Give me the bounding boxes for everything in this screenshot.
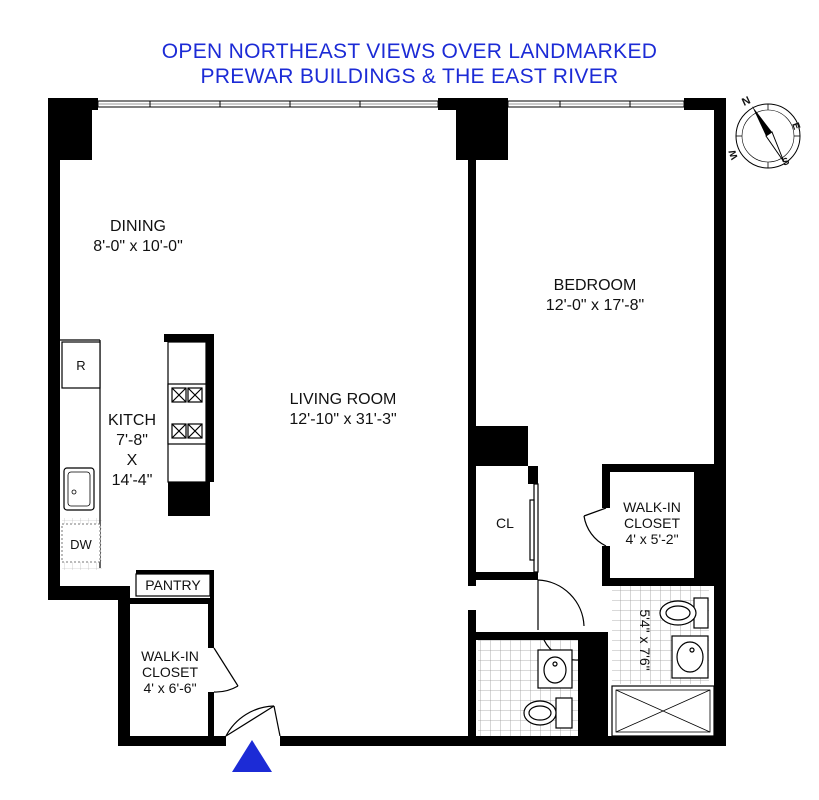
closet-label: CL: [496, 515, 514, 531]
closet-doors: [529, 483, 539, 573]
windows: [97, 100, 685, 108]
walkin-bedroom-line-2: CLOSET: [624, 515, 680, 531]
living-room-name: LIVING ROOM: [290, 391, 397, 408]
kitchen-dim-1: 7'-8": [116, 432, 148, 449]
bedroom-name: BEDROOM: [554, 277, 637, 294]
walkin-bedroom-line-1: WALK-IN: [623, 499, 681, 515]
bath-fixtures: [611, 597, 715, 737]
interior-walls: [118, 150, 714, 736]
headline-line-1: OPEN NORTHEAST VIEWS OVER LANDMARKED: [161, 40, 658, 63]
kitchen-dim-2: 14'-4": [112, 472, 153, 489]
dining-name: DINING: [110, 218, 166, 235]
compass: [735, 103, 801, 169]
refrigerator: [61, 341, 101, 389]
cooktop: [167, 383, 207, 445]
dining-dims: 8'-0" x 10'-0": [93, 238, 183, 255]
kitchen-sink: [63, 467, 95, 511]
walkin-entry-line-2: CLOSET: [142, 664, 198, 680]
pantry-label: PANTRY: [145, 577, 201, 593]
walkin-bedroom-dims: 4' x 5'-2": [625, 531, 678, 547]
bath-dims: 5'4" x 7'6": [637, 609, 653, 670]
hall-bath-fixtures: [523, 649, 573, 729]
bedroom-dims: 12'-0" x 17'-8": [546, 297, 644, 314]
compass-s-label: S: [781, 156, 792, 169]
dishwasher: [61, 523, 101, 563]
exterior-walls: [48, 98, 726, 746]
kitchen-by: X: [127, 452, 138, 469]
door-swings: [213, 507, 607, 737]
headline-line-2: PREWAR BUILDINGS & THE EAST RIVER: [200, 65, 619, 88]
kitchen-name: KITCH: [108, 412, 156, 429]
walkin-entry-line-1: WALK-IN: [141, 648, 199, 664]
dishwasher-label: DW: [70, 537, 92, 552]
living-room-dims: 12'-10" x 31'-3": [289, 411, 396, 428]
compass-e-label: E: [789, 121, 802, 131]
walkin-entry-dims: 4' x 6'-6": [143, 680, 196, 696]
compass-n-label: N: [740, 94, 752, 108]
pantry-box: [135, 573, 211, 597]
entry-marker-icon: [232, 740, 272, 772]
refrigerator-label: R: [76, 358, 85, 373]
compass-w-label: W: [727, 148, 741, 161]
